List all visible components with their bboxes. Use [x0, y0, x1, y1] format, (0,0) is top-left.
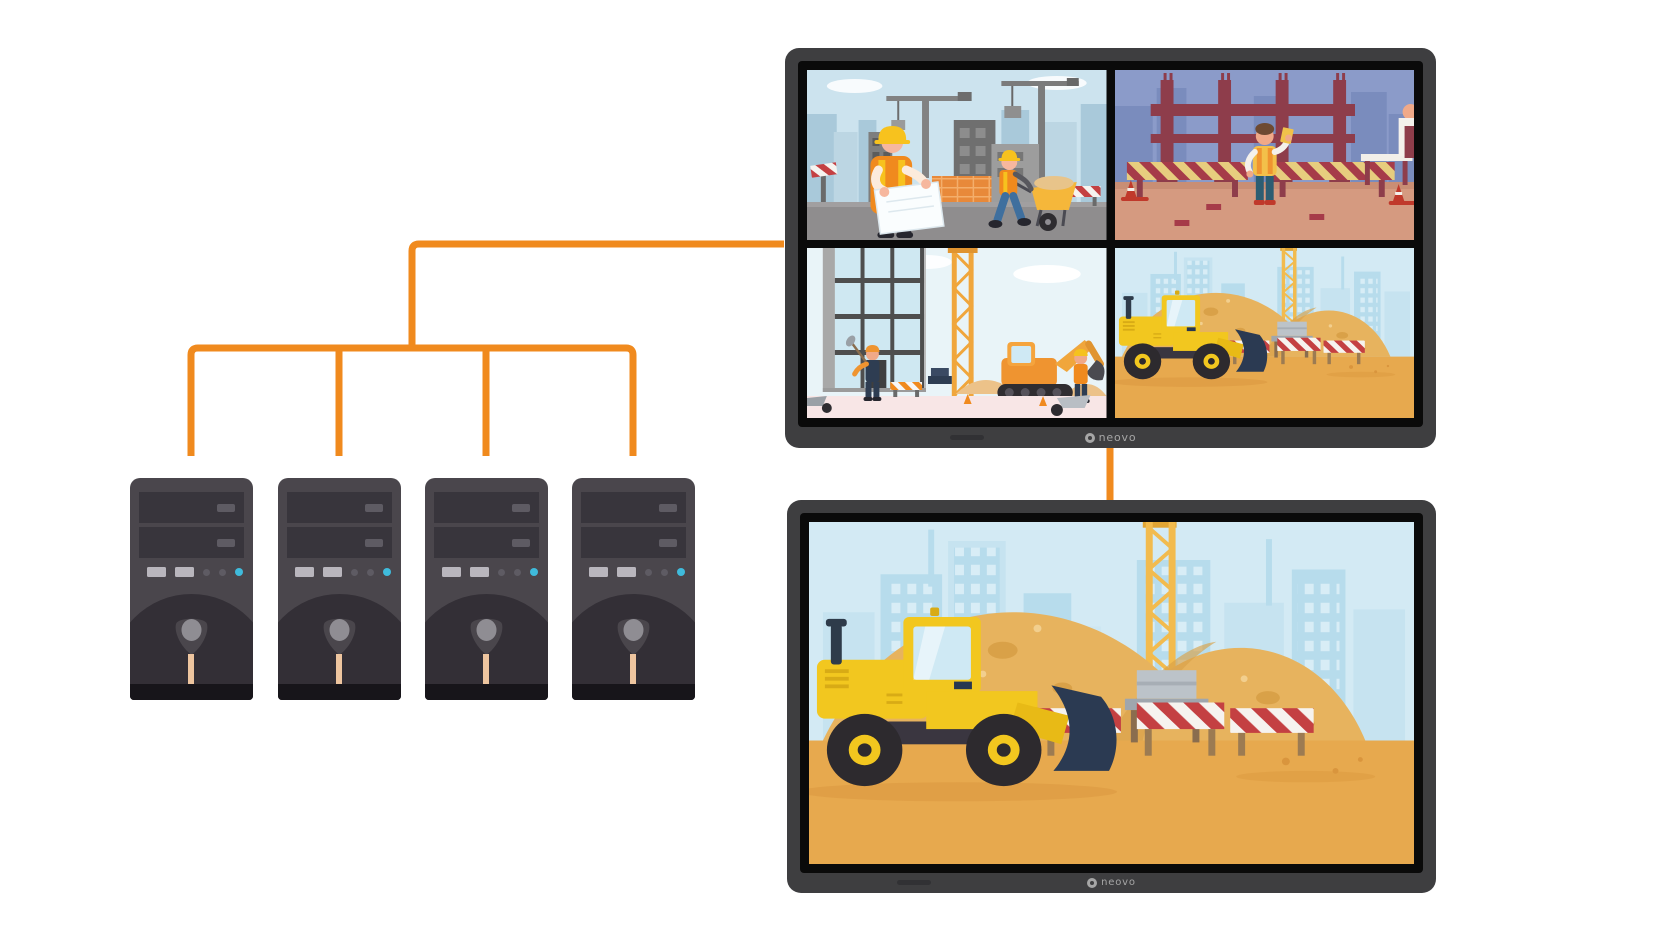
bezel-sensor-slot: [897, 880, 931, 885]
scene-excavator: [807, 248, 1107, 418]
eject-button: [512, 539, 530, 547]
usb-port: [470, 567, 489, 577]
drive-bay: [581, 527, 686, 558]
tower-stem: [336, 654, 342, 686]
drive-bay: [287, 492, 392, 523]
drive-bay: [139, 492, 244, 523]
tower-base: [130, 684, 253, 700]
eject-button: [365, 539, 383, 547]
drive-bay: [139, 527, 244, 558]
power-led: [383, 568, 391, 576]
front-ports: [589, 566, 685, 578]
power-pick-icon: [175, 618, 208, 655]
tower-stem: [630, 654, 636, 686]
neovo-logo-mark-icon: [1084, 432, 1095, 443]
neovo-logo-text: neovo: [1098, 431, 1137, 444]
scene-construction-planning: [807, 70, 1107, 240]
drive-bay: [287, 527, 392, 558]
eject-button: [659, 539, 677, 547]
eject-button: [512, 504, 530, 512]
usb-port: [295, 567, 314, 577]
cable-bus: [187, 344, 637, 456]
display-top: neovo: [785, 48, 1436, 448]
scene-steel-frame: [1114, 70, 1414, 240]
video-feed-steel-frame: [1114, 70, 1414, 240]
bezel-chin: neovo: [787, 872, 1436, 893]
front-ports: [147, 566, 243, 578]
eject-button: [365, 504, 383, 512]
reset-button: [498, 568, 505, 576]
usb-port: [323, 567, 342, 577]
power-pick-icon: [470, 618, 503, 655]
neovo-logo-dot: [1087, 435, 1092, 440]
usb-port: [147, 567, 166, 577]
drive-bay: [434, 527, 539, 558]
pc-tower-1: [130, 478, 253, 700]
cable-top-display: [408, 240, 784, 348]
reset-button: [645, 568, 652, 576]
tower-stem: [188, 654, 194, 686]
tower-base: [572, 684, 695, 700]
power-led: [530, 568, 538, 576]
power-pick-icon: [617, 618, 650, 655]
tower-stem: [483, 654, 489, 686]
eject-button: [217, 539, 235, 547]
front-ports: [442, 566, 538, 578]
tower-base: [425, 684, 548, 700]
pc-tower-2: [278, 478, 401, 700]
display-bottom-screen: [800, 513, 1423, 873]
fullscreen-feed-wheel-loader: [809, 522, 1414, 864]
scene-wheel-loader-quad: [1115, 248, 1415, 418]
usb-port: [175, 567, 194, 577]
scene-wheel-loader-full: [809, 522, 1414, 864]
eject-button: [217, 504, 235, 512]
pc-tower-4: [572, 478, 695, 700]
power-button: [661, 568, 668, 576]
power-button: [219, 568, 226, 576]
eject-button: [659, 504, 677, 512]
bezel-sensor-slot: [950, 435, 984, 440]
video-feed-excavator: [807, 248, 1107, 418]
power-pick-icon: [323, 618, 356, 655]
display-bottom: neovo: [787, 500, 1436, 893]
power-button: [514, 568, 521, 576]
drive-bay: [434, 492, 539, 523]
video-feed-wheel-loader: [1115, 248, 1415, 418]
quad-view-grid: [807, 70, 1414, 418]
neovo-logo-dot: [1090, 880, 1095, 885]
display-top-screen: [798, 61, 1423, 427]
ag-neovo-logo: neovo: [1087, 877, 1136, 888]
reset-button: [351, 568, 358, 576]
power-button: [367, 568, 374, 576]
bezel-chin: neovo: [785, 427, 1436, 448]
usb-port: [442, 567, 461, 577]
tower-base: [278, 684, 401, 700]
power-led: [677, 568, 685, 576]
drive-bay: [581, 492, 686, 523]
neovo-logo-text: neovo: [1101, 877, 1136, 888]
power-led: [235, 568, 243, 576]
neovo-logo-mark-icon: [1087, 877, 1098, 888]
reset-button: [203, 568, 210, 576]
usb-port: [617, 567, 636, 577]
ag-neovo-logo: neovo: [1084, 431, 1137, 444]
pc-tower-3: [425, 478, 548, 700]
video-feed-construction-planning: [807, 70, 1107, 240]
usb-port: [589, 567, 608, 577]
front-ports: [295, 566, 391, 578]
